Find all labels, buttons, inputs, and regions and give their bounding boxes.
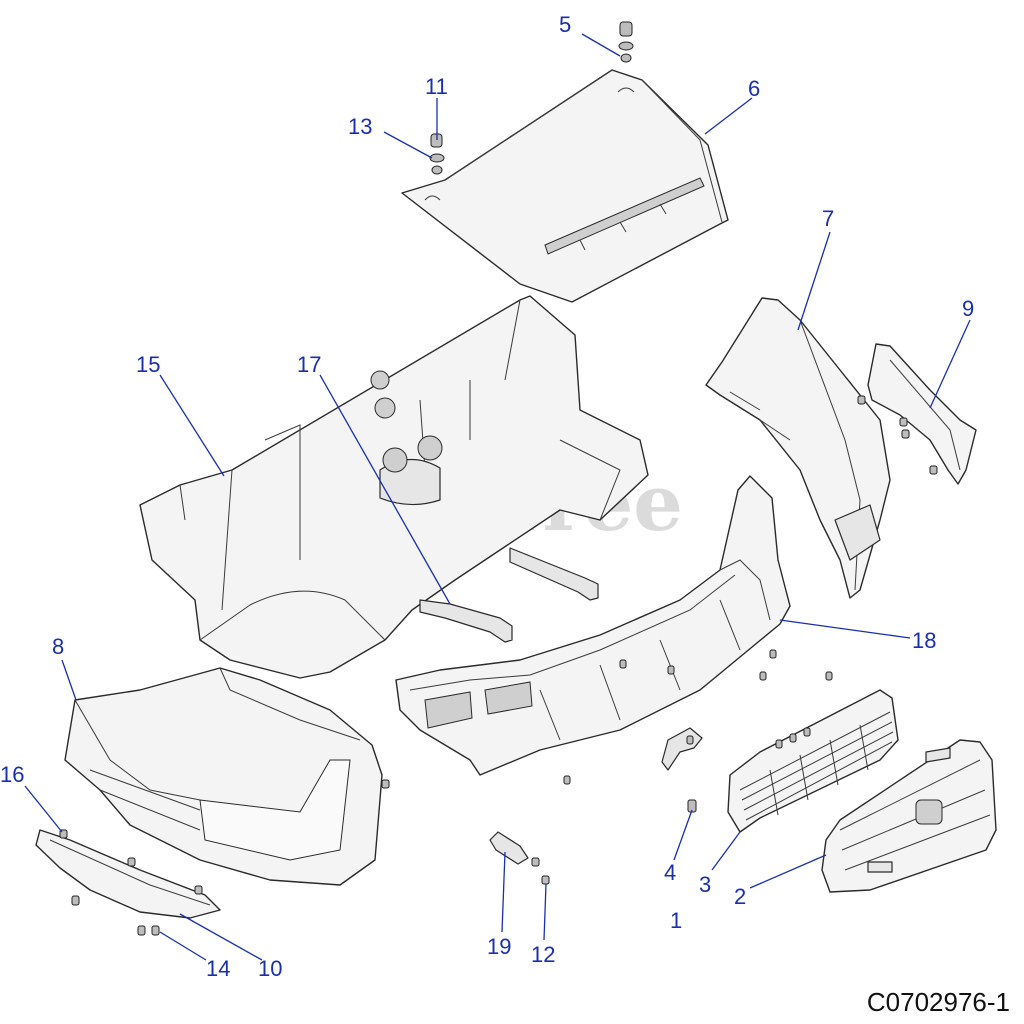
callout-8[interactable]: 8 bbox=[52, 634, 64, 659]
callout-16[interactable]: 16 bbox=[0, 762, 24, 787]
diagram-reference-id: C0702976-1 bbox=[866, 987, 1010, 1017]
callout-14[interactable]: 14 bbox=[206, 956, 230, 981]
callout-13[interactable]: 13 bbox=[348, 114, 372, 139]
part-3-inner-grille[interactable] bbox=[727, 689, 899, 833]
part-19-clip[interactable] bbox=[489, 831, 529, 865]
callout-2[interactable]: 2 bbox=[734, 884, 746, 909]
callout-3[interactable]: 3 bbox=[699, 872, 711, 897]
leader-lines bbox=[24, 33, 971, 961]
part-15-floor-panel[interactable] bbox=[139, 295, 649, 679]
callout-15[interactable]: 15 bbox=[136, 352, 160, 377]
callout-19[interactable]: 19 bbox=[487, 934, 511, 959]
callout-5[interactable]: 5 bbox=[559, 12, 571, 37]
callout-17[interactable]: 17 bbox=[297, 352, 321, 377]
callout-1[interactable]: 1 bbox=[670, 908, 682, 933]
loose-hardware bbox=[381, 649, 833, 789]
part-17-bracket[interactable] bbox=[419, 547, 599, 643]
part-14-screws[interactable] bbox=[137, 925, 160, 936]
callout-11[interactable]: 11 bbox=[425, 74, 448, 99]
part-6-hood[interactable] bbox=[401, 69, 729, 303]
part-8-left-side-panel[interactable] bbox=[64, 667, 383, 886]
part-4-screw[interactable] bbox=[687, 799, 697, 813]
callout-18[interactable]: 18 bbox=[912, 628, 936, 653]
callout-6[interactable]: 6 bbox=[748, 76, 760, 101]
part-13-washer[interactable] bbox=[429, 153, 445, 175]
callout-labels: 5 6 11 13 7 9 15 17 18 8 16 4 3 2 1 19 1… bbox=[0, 12, 974, 981]
part-5-fastener[interactable] bbox=[618, 21, 634, 63]
part-1-bracket[interactable] bbox=[661, 727, 703, 771]
callout-10[interactable]: 10 bbox=[258, 956, 282, 981]
part-18-front-frame[interactable] bbox=[395, 475, 791, 776]
part-7-right-side-panel[interactable] bbox=[705, 297, 891, 599]
callout-12[interactable]: 12 bbox=[531, 942, 555, 967]
callout-4[interactable]: 4 bbox=[664, 860, 676, 885]
part-2-outer-grille[interactable] bbox=[821, 739, 997, 893]
part-9-right-trim[interactable] bbox=[857, 343, 977, 485]
callout-9[interactable]: 9 bbox=[962, 296, 974, 321]
callout-7[interactable]: 7 bbox=[822, 206, 834, 231]
part-12-screw[interactable] bbox=[531, 857, 550, 885]
